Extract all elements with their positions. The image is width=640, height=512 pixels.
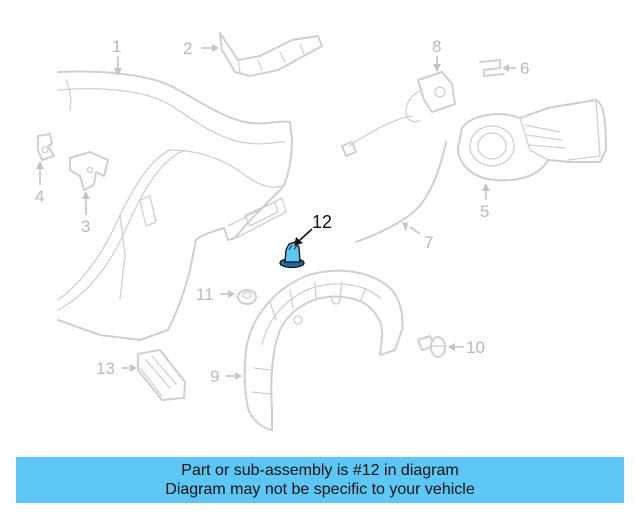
part-13-pad [137,349,186,401]
part-11-grommet [237,289,257,305]
callout-13: 13 [96,359,115,378]
callout-5: 5 [480,202,489,221]
banner-line-disclaimer: Diagram may not be specific to your vehi… [165,481,475,498]
part-12-clip-highlighted[interactable] [279,241,305,269]
banner-line-part-number: Part or sub-assembly is #12 in diagram [181,462,459,479]
callout-6: 6 [520,59,529,78]
part-7-cable [355,141,447,243]
callout-labels: 1 2 3 4 5 6 7 8 9 10 11 12 13 [35,37,529,386]
parts-diagram: 1 2 3 4 5 6 7 8 9 10 11 12 13 [35,32,607,431]
callout-9: 9 [210,367,219,386]
part-1-quarter-panel [57,70,293,341]
callout-3: 3 [81,217,90,236]
part-8-actuator [341,71,456,157]
callout-11: 11 [196,285,214,304]
part-6-clip [479,59,505,77]
callout-12: 12 [312,212,332,232]
part-10-bolt [417,335,447,358]
callout-1: 1 [112,37,121,56]
part-4-clip [37,133,55,161]
callout-10: 10 [466,338,485,357]
callout-4: 4 [35,187,44,206]
part-9-wheel-liner [243,269,404,431]
callout-7: 7 [424,233,433,252]
callout-arrows [36,44,516,380]
info-banner: Part or sub-assembly is #12 in diagram D… [16,457,624,503]
part-3-bracket [69,151,109,191]
callout-2: 2 [183,39,192,58]
callout-8: 8 [432,37,441,56]
part-5-fuel-door [457,99,607,182]
part-2-bracket [219,32,323,77]
